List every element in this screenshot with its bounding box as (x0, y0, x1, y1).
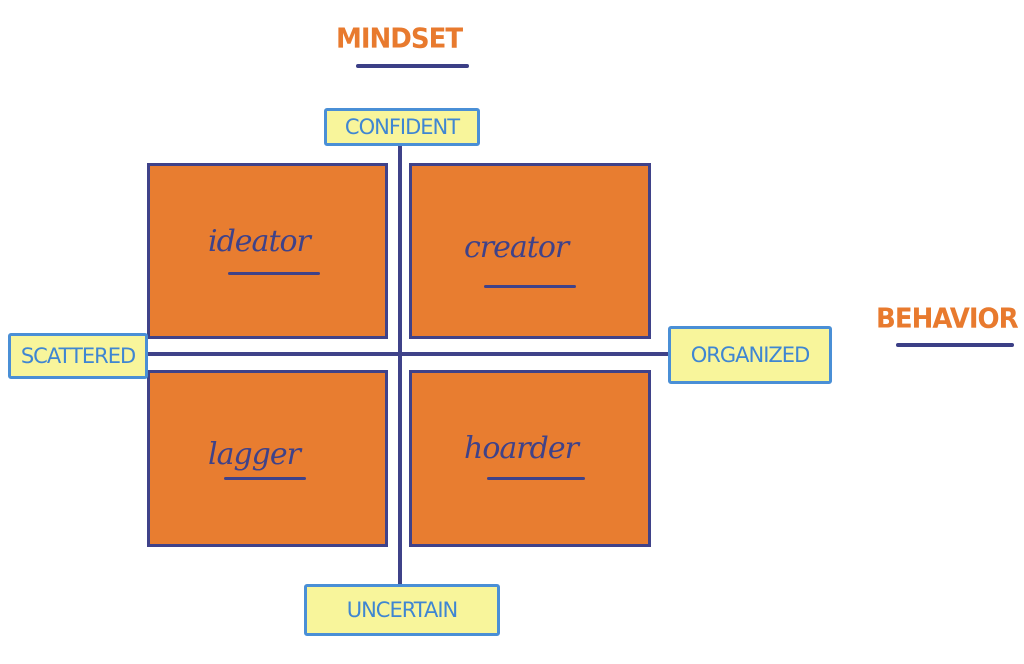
quadrant-bottom-right: hoarder (409, 370, 651, 547)
axis-label-uncertain: UNCERTAIN (304, 584, 500, 636)
horizontal-axis (145, 352, 670, 356)
quadrant-top-left: ideator (147, 163, 388, 339)
quadrant-label: creator (464, 230, 569, 265)
quadrant-label: hoarder (464, 431, 579, 466)
mindset-underline (356, 64, 469, 68)
mindset-heading: MINDSET (336, 23, 463, 55)
behavior-underline (896, 343, 1014, 347)
quadrant-label-underline (484, 285, 576, 288)
quadrant-label: lagger (208, 437, 301, 472)
quadrant-label: ideator (208, 224, 311, 259)
axis-label-organized: ORGANIZED (668, 326, 832, 384)
quadrant-label-underline (224, 477, 306, 480)
vertical-axis (398, 140, 402, 590)
quadrant-label-underline (487, 477, 585, 480)
behavior-heading: BEHAVIOR (876, 303, 1019, 335)
quadrant-top-right: creator (409, 163, 651, 339)
axis-label-scattered: SCATTERED (8, 333, 148, 379)
quadrant-bottom-left: lagger (147, 370, 388, 547)
axis-label-confident: CONFIDENT (324, 108, 480, 146)
quadrant-label-underline (228, 272, 320, 275)
